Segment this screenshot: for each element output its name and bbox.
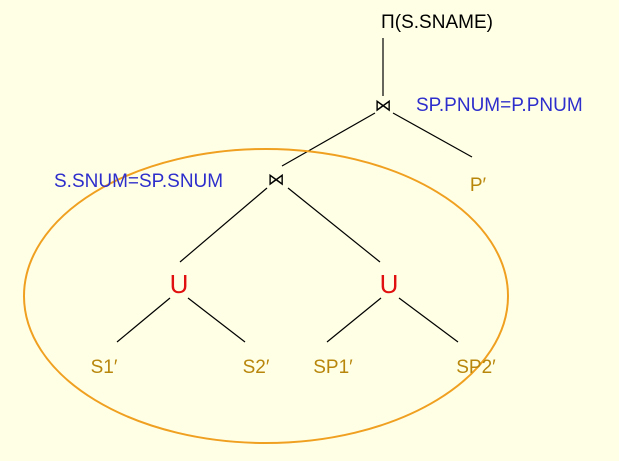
fragment-group-ellipse: [23, 148, 509, 444]
join-condition-top: SP.PNUM=P.PNUM: [416, 95, 583, 116]
edge-inner-join-to-left-union: [179, 187, 268, 263]
edge-right-union-to-sp1: [326, 297, 382, 343]
edge-left-union-to-s1: [116, 297, 171, 343]
edge-inner-join-to-right-union: [287, 187, 381, 263]
join-condition-inner: S.SNUM=SP.SNUM: [54, 171, 223, 192]
edge-right-union-to-sp2: [398, 297, 459, 343]
join-symbol-top: ⋈: [375, 96, 392, 116]
edge-join-to-inner-join: [281, 112, 376, 167]
union-symbol-right: U: [380, 269, 399, 299]
leaf-s2-prime: S2′: [243, 357, 270, 378]
leaf-p-prime: P′: [470, 175, 487, 196]
leaf-sp1-prime: SP1′: [313, 357, 353, 378]
edge-join-to-p: [392, 112, 473, 158]
edge-left-union-to-s2: [187, 297, 246, 343]
projection-label: Π(S.SNAME): [381, 12, 493, 33]
tree-edges: [116, 38, 473, 343]
union-symbol-left: U: [170, 269, 189, 299]
leaf-s1-prime: S1′: [91, 357, 118, 378]
join-symbol-inner: ⋈: [268, 170, 285, 190]
leaf-sp2-prime: SP2′: [456, 357, 496, 378]
